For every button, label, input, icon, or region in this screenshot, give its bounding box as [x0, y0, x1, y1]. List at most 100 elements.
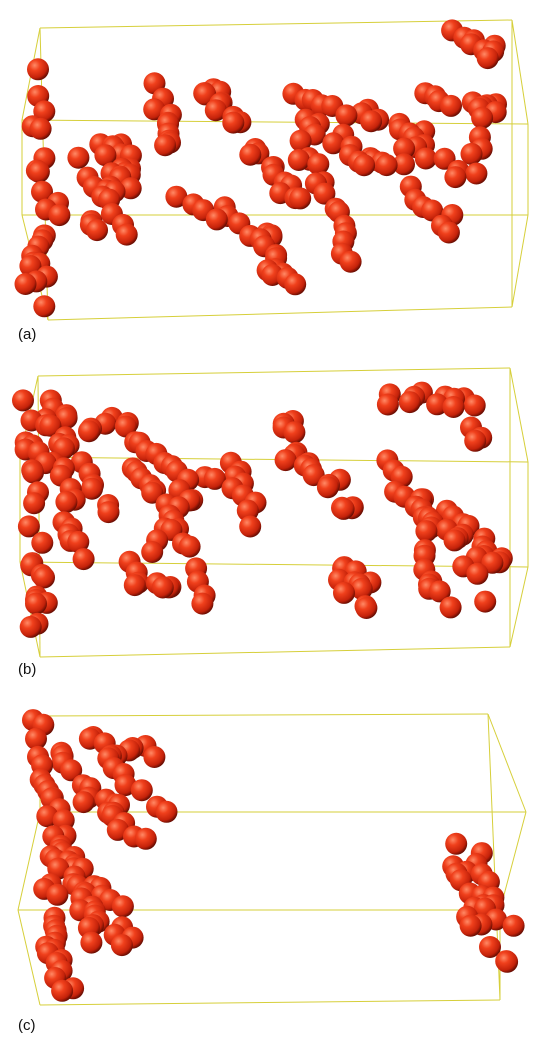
particle-sphere — [94, 144, 117, 167]
particle-cluster — [14, 19, 507, 318]
panel-b-render — [12, 367, 529, 658]
panel-a: (a) — [0, 0, 553, 345]
particle-sphere — [464, 429, 487, 452]
particle-sphere — [67, 530, 90, 553]
particle-sphere — [60, 759, 83, 782]
particle-sphere — [335, 104, 358, 127]
panel-b: (b) — [0, 362, 553, 687]
particle-sphere — [25, 727, 47, 750]
particle-sphere — [239, 143, 262, 166]
particle-sphere — [355, 597, 378, 619]
particle-sphere — [151, 576, 174, 599]
particle-sphere — [123, 574, 146, 597]
particle-sphere — [165, 185, 188, 208]
particle-sphere — [29, 117, 52, 140]
particle-sphere — [222, 111, 245, 134]
particle-sphere — [502, 914, 525, 937]
particle-sphere — [143, 98, 166, 121]
particle-sphere — [428, 580, 451, 603]
particle-sphere — [445, 832, 468, 855]
particle-sphere — [426, 393, 449, 416]
particle-sphere — [283, 421, 306, 444]
particle-sphere — [205, 208, 228, 231]
particle-sphere — [33, 566, 55, 589]
particle-sphere — [471, 106, 494, 129]
particle-sphere — [332, 497, 355, 520]
particle-sphere — [110, 934, 133, 957]
particle-sphere — [86, 219, 108, 242]
particle-sphere — [12, 389, 34, 412]
panel-c-render — [17, 709, 527, 1006]
particle-sphere — [284, 273, 307, 296]
panel-a-render — [14, 19, 529, 321]
particle-sphere — [353, 154, 376, 177]
particle-sphere — [155, 800, 178, 823]
particle-sphere — [239, 515, 262, 538]
particle-sphere — [31, 531, 54, 554]
panel-c: (c) — [0, 700, 553, 1046]
particle-sphere — [350, 577, 373, 600]
particle-sphere — [31, 180, 53, 203]
panel-label-c: (c) — [18, 1017, 36, 1034]
particle-sphere — [398, 391, 421, 414]
particle-sphere — [287, 149, 310, 171]
particle-sphere — [459, 914, 482, 937]
particle-sphere — [33, 295, 56, 318]
particle-sphere — [55, 490, 78, 513]
particle-sphere — [307, 153, 330, 176]
particle-sphere — [333, 581, 355, 604]
particle-sphere — [444, 166, 467, 189]
particle-sphere — [115, 223, 138, 246]
particle-sphere — [46, 883, 69, 906]
particle-sphere — [476, 47, 499, 70]
particle-sphere — [78, 420, 100, 443]
particle-sphere — [439, 596, 462, 619]
particle-sphere — [154, 134, 177, 157]
particle-sphere — [17, 515, 40, 538]
particle-sphere — [437, 221, 460, 244]
particle-sphere — [393, 137, 416, 160]
particle-sphere — [415, 520, 438, 543]
particle-sphere — [465, 162, 488, 185]
particle-sphere — [111, 895, 134, 918]
particle-sphere — [134, 827, 157, 850]
particle-sphere — [178, 535, 201, 558]
particle-sphere — [274, 449, 297, 472]
particle-cluster — [22, 709, 525, 1002]
particle-sphere — [313, 182, 336, 205]
particle-sphere — [33, 100, 56, 123]
particle-sphere — [27, 58, 49, 81]
particle-sphere — [496, 950, 519, 973]
particle-sphere — [203, 467, 226, 490]
particle-sphere — [393, 153, 415, 176]
particle-sphere — [14, 273, 37, 295]
particle-sphere — [440, 94, 462, 117]
particle-sphere — [25, 592, 47, 615]
particle-sphere — [23, 492, 46, 515]
particle-sphere — [443, 529, 466, 552]
particle-sphere — [322, 132, 345, 155]
particle-sphere — [143, 746, 166, 768]
particle-sphere — [97, 501, 120, 524]
particle-sphere — [19, 615, 42, 638]
particle-sphere — [81, 477, 103, 500]
particle-sphere — [67, 146, 90, 169]
particle-sphere — [316, 476, 339, 499]
particle-sphere — [22, 461, 44, 484]
particle-sphere — [51, 979, 74, 1002]
particle-sphere — [72, 548, 95, 571]
particle-sphere — [479, 936, 501, 958]
particle-sphere — [376, 393, 399, 416]
particle-sphere — [130, 779, 153, 802]
particle-sphere — [442, 396, 465, 418]
particle-sphere — [339, 250, 362, 273]
particle-sphere — [289, 129, 312, 152]
particle-sphere — [463, 394, 486, 417]
particle-cluster — [12, 381, 513, 638]
particle-sphere — [460, 142, 483, 165]
particle-sphere — [72, 791, 95, 814]
particle-sphere — [204, 99, 227, 122]
particle-sphere — [360, 110, 383, 133]
particle-sphere — [474, 590, 497, 613]
particle-sphere — [141, 541, 164, 563]
